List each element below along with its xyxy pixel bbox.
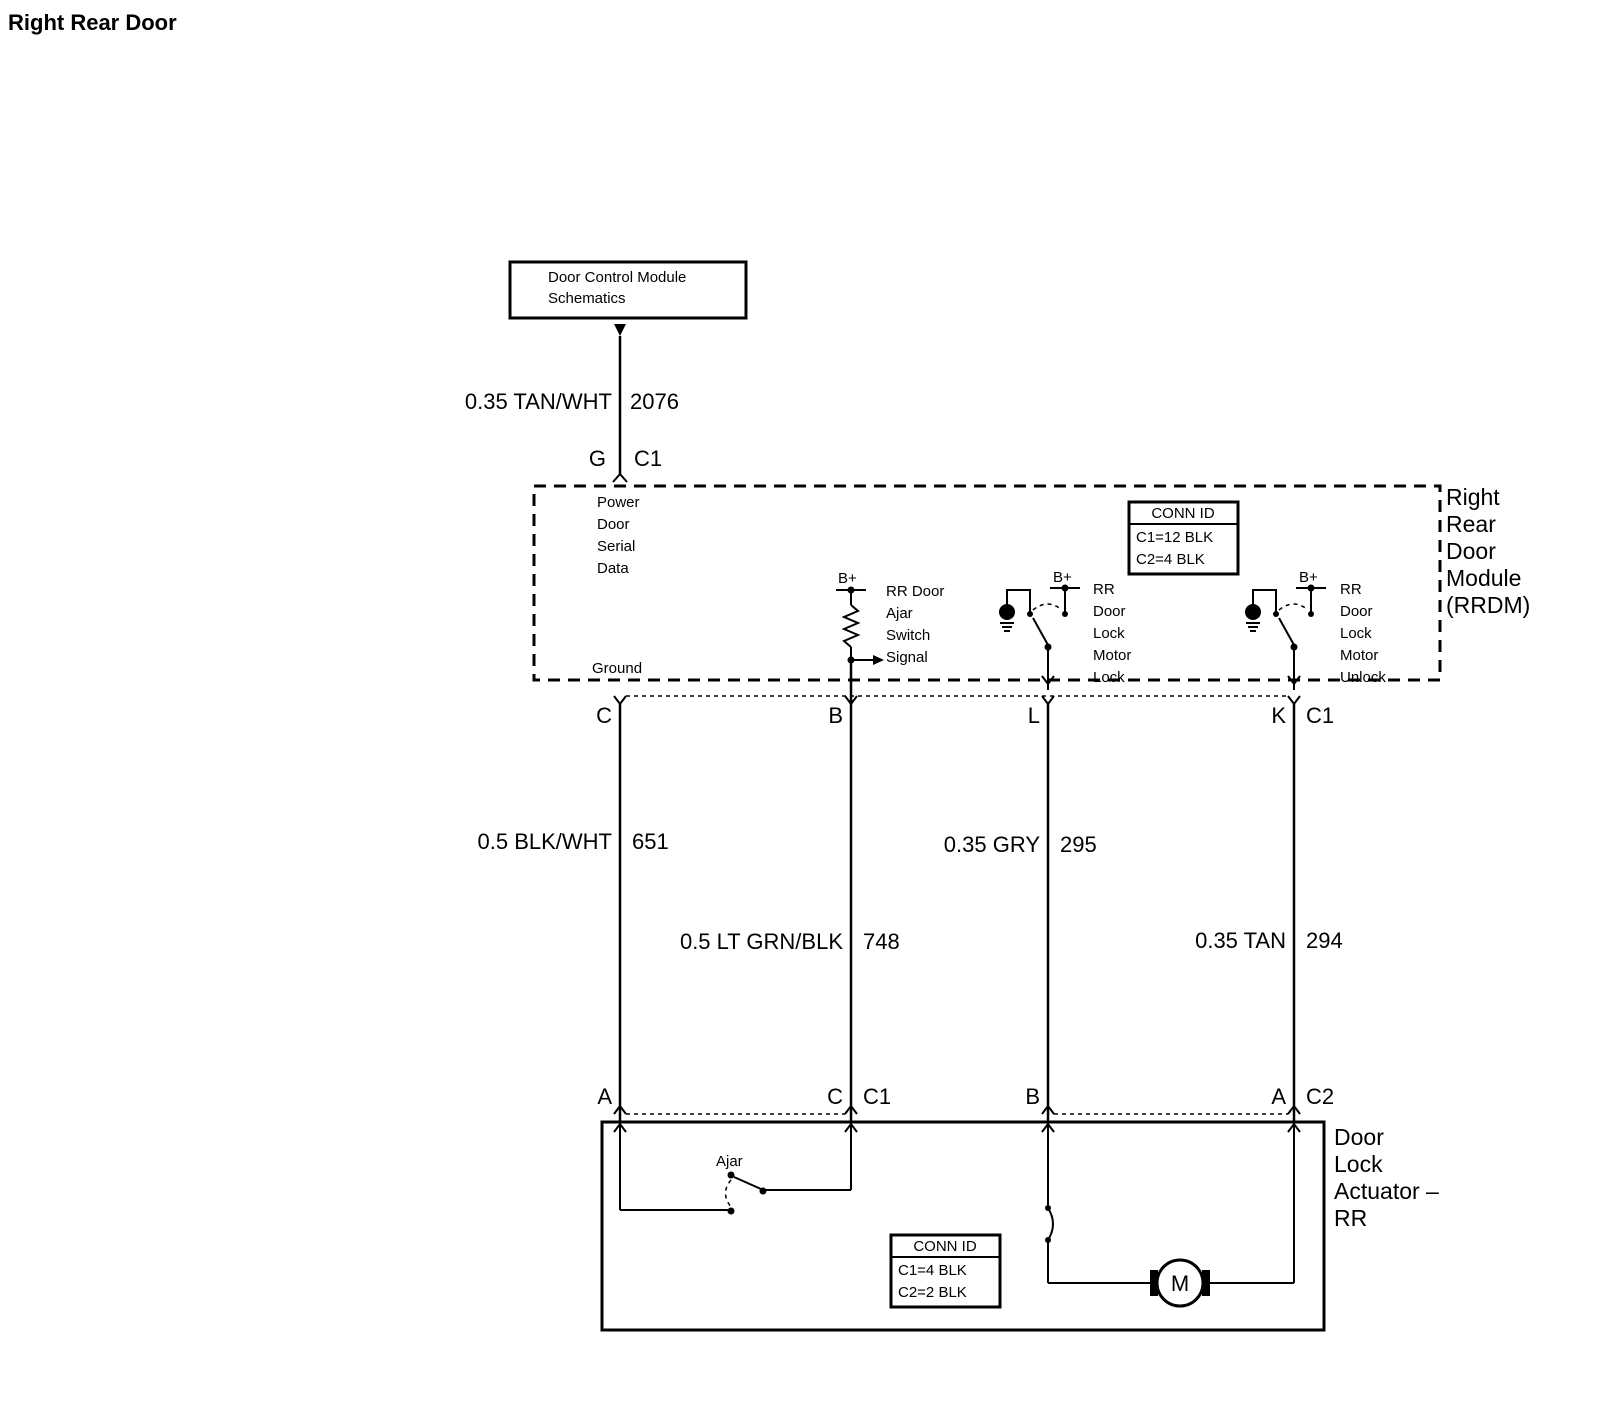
reference-arrow-icon [614, 324, 626, 336]
actuator-lock-switch-icon [1045, 1205, 1054, 1283]
actuator-conn-id-c1: C1=4 BLK [898, 1262, 967, 1279]
motor-icon [1048, 1258, 1294, 1308]
ajar-bplus-label: B+ [838, 570, 857, 587]
rrdm-pin-c: C [596, 703, 612, 728]
actuator-name: Door Lock Actuator – RR [1334, 1124, 1445, 1231]
serial-data-label: Power Door Serial Data [597, 494, 644, 577]
rrdm-pin-l: L [1028, 703, 1040, 728]
actuator-conn-id-box [889, 1233, 1002, 1309]
actuator-c1-label: C1 [863, 1084, 891, 1109]
rrdm-conn-id-box [1127, 500, 1240, 576]
ajar-pullup-resistor-icon [836, 586, 884, 690]
rrdm-c1-pin-icons [613, 695, 1301, 706]
actuator-conn-id-c2: C2=2 BLK [898, 1284, 967, 1301]
unlock-relay-icon [1245, 584, 1326, 690]
rrdm-c1-label: C1 [1306, 703, 1334, 728]
wire-651-spec: 0.5 BLK/WHT [478, 829, 612, 854]
rrdm-pin-k: K [1271, 703, 1286, 728]
reference-box-line1: Door Control Module [548, 269, 686, 286]
rrdm-conn-id-c2: C2=4 BLK [1136, 551, 1205, 568]
wire-748-circuit: 748 [863, 929, 900, 954]
rrdm-module-outline [532, 484, 1442, 682]
rrdm-conn-id-c1: C1=12 BLK [1136, 529, 1213, 546]
rrdm-pin-b: B [828, 703, 843, 728]
connector-c1-g-icon [612, 472, 628, 483]
actuator-pin-b: B [1025, 1084, 1040, 1109]
rrdm-conn-id-header: CONN ID [1151, 505, 1215, 522]
lock-relay-icon [999, 584, 1080, 690]
connector-c1-top-label: C1 [634, 446, 662, 471]
actuator-c2-label: C2 [1306, 1084, 1334, 1109]
actuator-box [600, 1120, 1326, 1332]
actuator-pin-c: C [827, 1084, 843, 1109]
wire-2076-spec: 0.35 TAN/WHT [465, 389, 612, 414]
unlock-motor-label: RR Door Lock Motor Unlock [1340, 581, 1386, 686]
actuator-conn-id-header: CONN ID [913, 1238, 977, 1255]
wire-295-spec: 0.35 GRY [944, 832, 1041, 857]
actuator-ajar-switch-icon [724, 1171, 767, 1215]
wire-651-circuit: 651 [632, 829, 669, 854]
reference-box-line2: Schematics [548, 290, 626, 307]
rrdm-module-name: Right Rear Door Module (RRDM) [1446, 484, 1530, 618]
unlock-bplus-label: B+ [1299, 569, 1318, 586]
lock-motor-label: RR Door Lock Motor Lock [1093, 581, 1136, 686]
wire-295-circuit: 295 [1060, 832, 1097, 857]
actuator-pin-icons [613, 1104, 1301, 1115]
ajar-switch-label: RR Door Ajar Switch Signal [886, 583, 949, 666]
ground-label: Ground [592, 660, 642, 677]
page-title: Right Rear Door [8, 10, 177, 35]
actuator-ajar-label: Ajar [716, 1153, 743, 1170]
wire-294-circuit: 294 [1306, 928, 1343, 953]
actuator-pin-a2: A [1271, 1084, 1286, 1109]
wire-748-spec: 0.5 LT GRN/BLK [680, 929, 843, 954]
wire-294-spec: 0.35 TAN [1195, 928, 1286, 953]
pin-g-label: G [589, 446, 606, 471]
actuator-pin-a: A [597, 1084, 612, 1109]
wire-2076-circuit: 2076 [630, 389, 679, 414]
lock-bplus-label: B+ [1053, 569, 1072, 586]
actuator-internal-wiring [613, 1122, 1301, 1283]
reference-box [508, 260, 748, 320]
motor-label: M [1171, 1271, 1189, 1296]
